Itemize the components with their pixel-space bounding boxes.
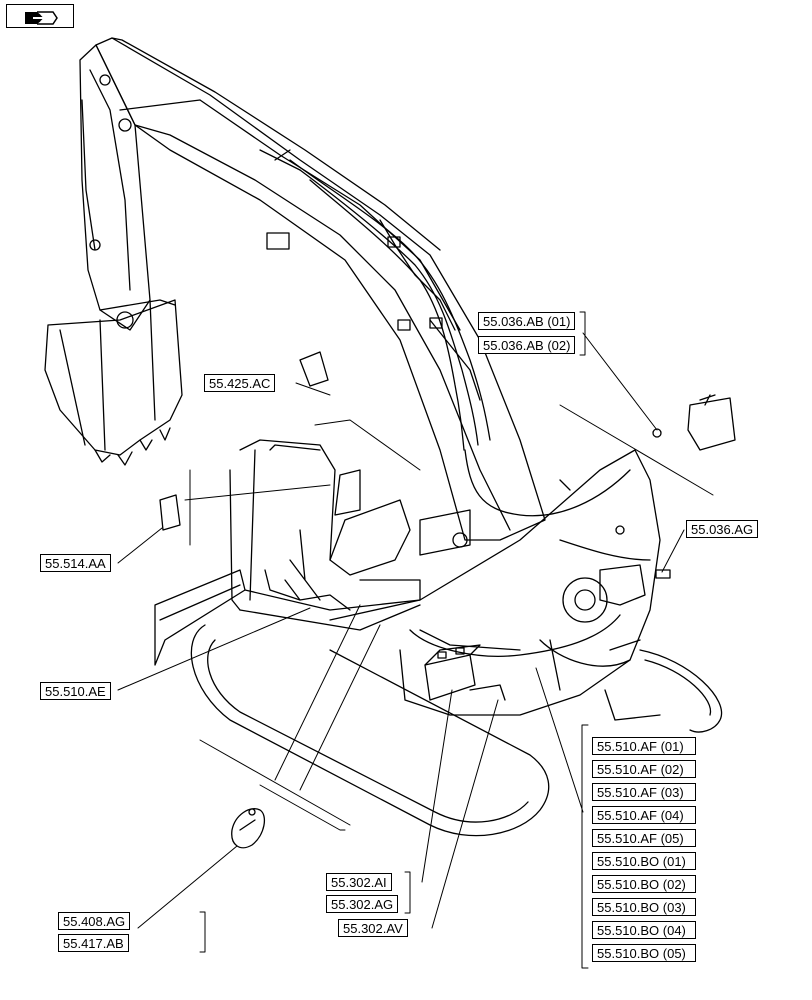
track-assembly xyxy=(190,624,723,837)
leader-lines xyxy=(117,311,714,969)
callout-55-036-ab-02[interactable]: 55.036.AB (02) xyxy=(478,336,576,354)
stick-and-bucket xyxy=(44,44,183,466)
cab-frame xyxy=(229,439,421,631)
callout-55-036-ab-01[interactable]: 55.036.AB (01) xyxy=(478,312,576,330)
harness-ref-9[interactable]: 55.510.BO (05) xyxy=(592,944,696,962)
callout-55-302-av[interactable]: 55.302.AV xyxy=(338,919,408,937)
boom-arm xyxy=(95,37,546,556)
callout-55-510-ae[interactable]: 55.510.AE xyxy=(40,682,111,700)
switch-component xyxy=(299,351,329,387)
harness-ref-1[interactable]: 55.510.AF (02) xyxy=(592,760,696,778)
battery xyxy=(424,644,506,701)
horn xyxy=(231,808,266,849)
harness-ref-7[interactable]: 55.510.BO (03) xyxy=(592,898,696,916)
callout-55-417-ab[interactable]: 55.417.AB xyxy=(58,934,129,952)
harness-ref-5[interactable]: 55.510.BO (01) xyxy=(592,852,696,870)
go-to-page-arrow-icon xyxy=(25,11,58,25)
callout-55-408-ag[interactable]: 55.408.AG xyxy=(58,912,131,930)
callout-55-302-ai[interactable]: 55.302.AI xyxy=(326,873,392,891)
harness-ref-6[interactable]: 55.510.BO (02) xyxy=(592,875,696,893)
dozer-blade xyxy=(154,569,246,666)
sensor-component xyxy=(655,569,671,579)
harness-ref-4[interactable]: 55.510.AF (05) xyxy=(592,829,696,847)
control-valve xyxy=(687,394,736,451)
callout-55-514-aa[interactable]: 55.514.AA xyxy=(40,554,111,572)
upper-structure xyxy=(329,449,661,716)
pressure-switch xyxy=(652,428,662,438)
nav-button[interactable] xyxy=(6,4,74,28)
callout-55-425-ac[interactable]: 55.425.AC xyxy=(204,374,276,392)
callout-55-302-ag[interactable]: 55.302.AG xyxy=(326,895,399,913)
harness-ref-2[interactable]: 55.510.AF (03) xyxy=(592,783,696,801)
callout-55-036-ag[interactable]: 55.036.AG xyxy=(686,520,759,538)
harness-ref-0[interactable]: 55.510.AF (01) xyxy=(592,737,696,755)
monitor-component xyxy=(159,494,181,531)
harness-ref-8[interactable]: 55.510.BO (04) xyxy=(592,921,696,939)
harness-ref-3[interactable]: 55.510.AF (04) xyxy=(592,806,696,824)
